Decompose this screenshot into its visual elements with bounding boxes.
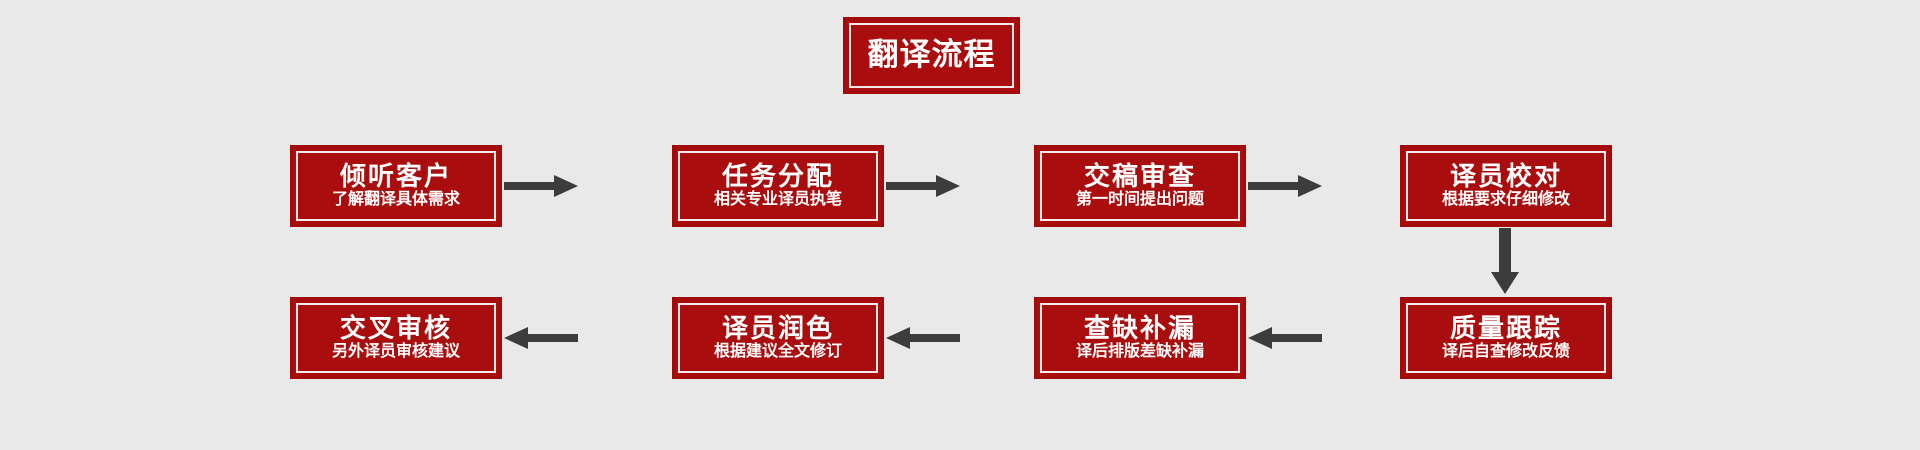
arrow-left-icon-2 <box>886 322 960 354</box>
flow-step-1-inner: 倾听客户 了解翻译具体需求 <box>296 151 496 221</box>
flow-step-3-subtitle: 第一时间提出问题 <box>1075 191 1204 209</box>
flow-step-8[interactable]: 交叉审核 另外译员审核建议 <box>290 297 502 379</box>
flow-step-3-title: 交稿审查 <box>1083 160 1196 191</box>
flow-step-7-subtitle: 根据建议全文修订 <box>713 343 842 361</box>
arrow-down-icon-1 <box>1487 228 1523 294</box>
flow-step-8-subtitle: 另外译员审核建议 <box>331 343 460 361</box>
flow-step-4-title: 译员校对 <box>1449 160 1562 191</box>
flow-step-7[interactable]: 译员润色 根据建议全文修订 <box>672 297 884 379</box>
flow-step-7-title: 译员润色 <box>721 312 834 343</box>
flow-step-4[interactable]: 译员校对 根据要求仔细修改 <box>1400 145 1612 227</box>
flow-step-2-title: 任务分配 <box>721 160 834 191</box>
flow-step-1-title: 倾听客户 <box>339 160 452 191</box>
arrow-right-icon-2 <box>886 170 960 202</box>
flow-step-3-inner: 交稿审查 第一时间提出问题 <box>1040 151 1240 221</box>
flow-step-1-subtitle: 了解翻译具体需求 <box>331 191 460 209</box>
page-title: 翻译流程 <box>867 37 996 73</box>
diagram-title-box: 翻译流程 <box>843 17 1020 94</box>
flow-step-8-title: 交叉审核 <box>339 312 452 343</box>
flow-step-7-inner: 译员润色 根据建议全文修订 <box>678 303 878 373</box>
flow-step-2-inner: 任务分配 相关专业译员执笔 <box>678 151 878 221</box>
flow-step-5-title: 质量跟踪 <box>1449 312 1562 343</box>
arrow-left-icon-3 <box>504 322 578 354</box>
flow-step-2-subtitle: 相关专业译员执笔 <box>713 191 842 209</box>
flow-step-3[interactable]: 交稿审查 第一时间提出问题 <box>1034 145 1246 227</box>
diagram-title-inner: 翻译流程 <box>849 23 1014 88</box>
flow-step-2[interactable]: 任务分配 相关专业译员执笔 <box>672 145 884 227</box>
flow-step-5-subtitle: 译后自查修改反馈 <box>1441 343 1570 361</box>
flow-step-5[interactable]: 质量跟踪 译后自查修改反馈 <box>1400 297 1612 379</box>
flow-step-8-inner: 交叉审核 另外译员审核建议 <box>296 303 496 373</box>
flow-step-4-inner: 译员校对 根据要求仔细修改 <box>1406 151 1606 221</box>
flow-step-5-inner: 质量跟踪 译后自查修改反馈 <box>1406 303 1606 373</box>
flow-step-6-inner: 查缺补漏 译后排版差缺补漏 <box>1040 303 1240 373</box>
flow-step-6[interactable]: 查缺补漏 译后排版差缺补漏 <box>1034 297 1246 379</box>
arrow-left-icon-1 <box>1248 322 1322 354</box>
flow-step-4-subtitle: 根据要求仔细修改 <box>1441 191 1570 209</box>
flow-step-6-subtitle: 译后排版差缺补漏 <box>1075 343 1204 361</box>
arrow-right-icon-3 <box>1248 170 1322 202</box>
flow-step-6-title: 查缺补漏 <box>1083 312 1196 343</box>
flow-step-1[interactable]: 倾听客户 了解翻译具体需求 <box>290 145 502 227</box>
arrow-right-icon-1 <box>504 170 578 202</box>
